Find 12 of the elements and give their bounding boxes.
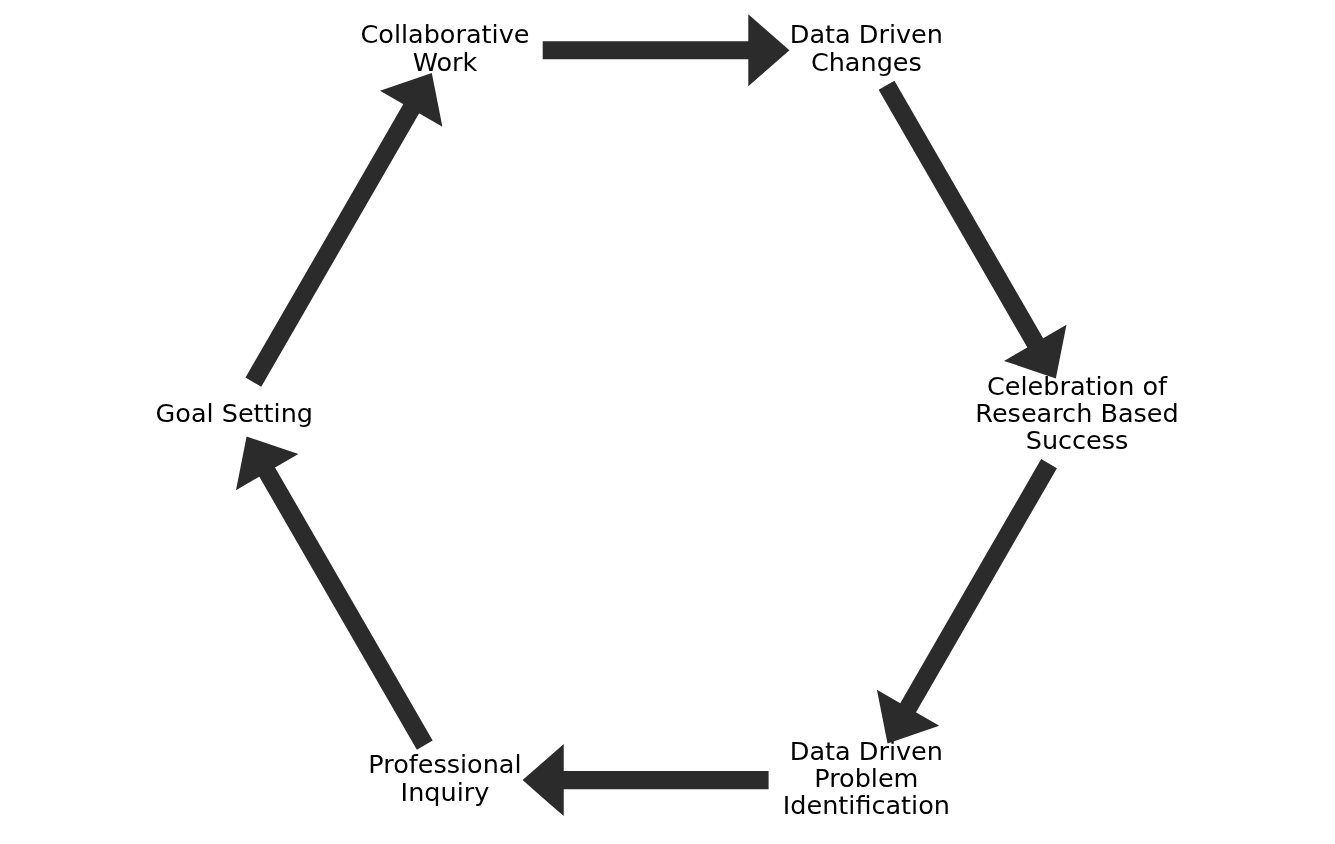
arrow: [878, 80, 1067, 379]
arrow: [245, 73, 443, 387]
arrow: [235, 436, 433, 750]
node-text: Professional Inquiry: [368, 749, 522, 807]
node-text: Data Driven Changes: [789, 19, 943, 77]
node-text: Goal Setting: [155, 397, 314, 428]
arrow: [876, 459, 1057, 744]
node-text: Celebration of Research Based Success: [975, 370, 1179, 456]
arrow: [522, 744, 769, 817]
node-text: Collaborative Work: [360, 19, 530, 77]
node-text: Data Driven Problem Identification: [782, 735, 950, 821]
arrow: [542, 14, 790, 87]
